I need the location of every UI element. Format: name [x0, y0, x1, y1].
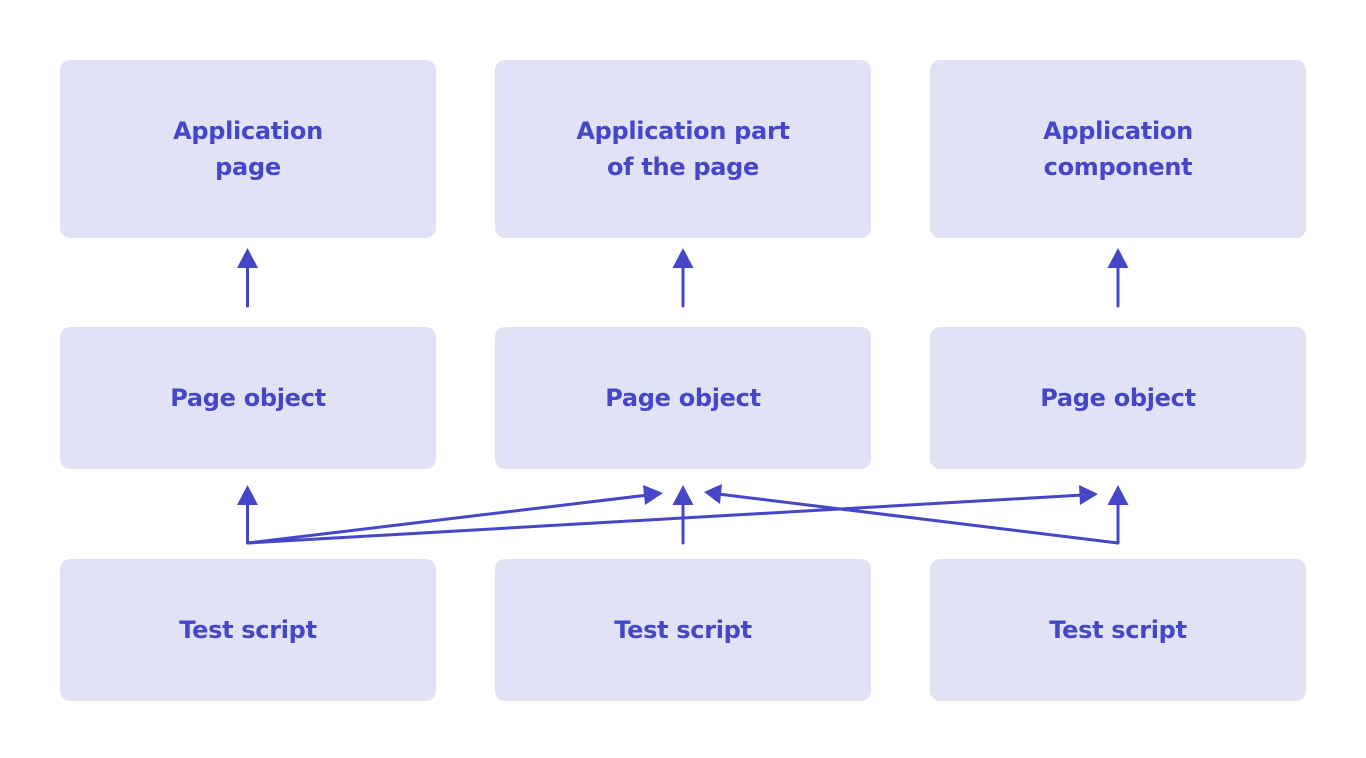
arrowhead-up-icon	[1107, 485, 1129, 505]
arrow-test-script-3-to-page-object-2	[716, 492, 1120, 545]
arrowhead-up-icon	[1107, 248, 1129, 268]
arrow-test-script-1-to-page-object-2	[246, 493, 650, 545]
arrowhead-diagonal-icon	[1079, 485, 1098, 505]
application-part-label: Application part of the page	[576, 117, 790, 181]
page-object-box-2: Page object	[495, 327, 871, 469]
test-script-box-3: Test script	[930, 559, 1306, 701]
test-script-label-3: Test script	[1049, 616, 1187, 644]
application-component-box: Application component	[930, 60, 1306, 238]
arrowhead-up-icon	[237, 248, 258, 268]
application-component-label: Application component	[1043, 117, 1193, 181]
test-script-box-1: Test script	[60, 559, 436, 701]
test-script-label-1: Test script	[179, 616, 317, 644]
arrow-test-script-1-to-page-object-3	[246, 493, 1085, 545]
page-object-box-1: Page object	[60, 327, 436, 469]
arrowhead-up-icon	[672, 485, 694, 505]
arrowhead-diagonal-icon	[643, 485, 663, 505]
application-page-box: Application page	[60, 60, 436, 238]
arrowhead-diagonal-icon	[704, 484, 722, 504]
page-object-label-3: Page object	[1040, 384, 1196, 412]
test-script-box-2: Test script	[495, 559, 871, 701]
application-part-box: Application part of the page	[495, 60, 871, 238]
arrowhead-up-icon	[672, 248, 694, 268]
application-page-label: Application page	[173, 117, 323, 181]
arrowhead-up-icon	[237, 485, 258, 505]
page-object-label-1: Page object	[170, 384, 326, 412]
page-object-label-2: Page object	[605, 384, 761, 412]
page-object-box-3: Page object	[930, 327, 1306, 469]
test-script-label-2: Test script	[614, 616, 752, 644]
